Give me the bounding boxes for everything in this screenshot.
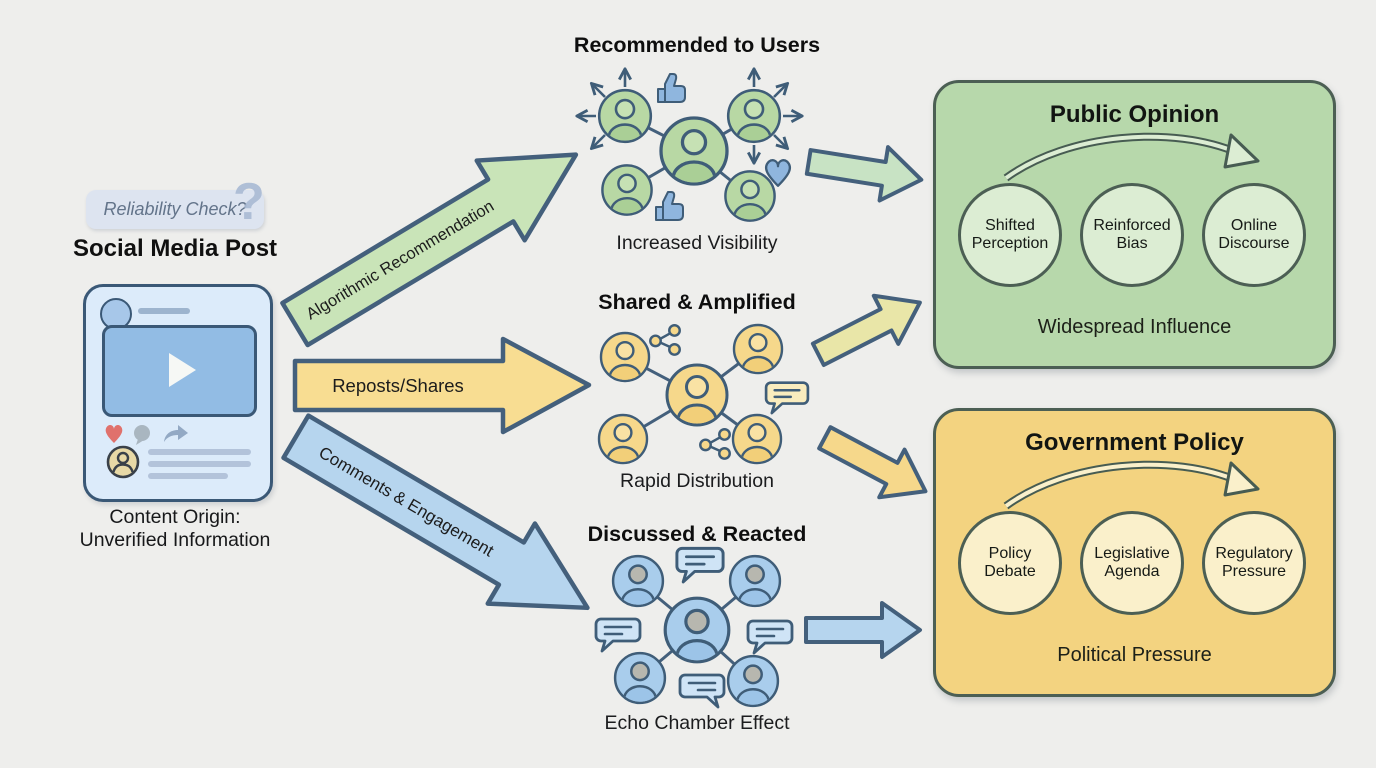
outcome-circle: Regulatory Pressure bbox=[1202, 511, 1306, 615]
person-icon bbox=[728, 554, 782, 608]
post-author-avatar bbox=[106, 445, 140, 479]
connector-arrow-recommended-to-public-opinion bbox=[802, 129, 931, 213]
outcome-title: Public Opinion bbox=[1049, 101, 1220, 128]
stage-title-discussed: Discussed & Reacted bbox=[587, 522, 807, 546]
person-icon bbox=[597, 88, 653, 144]
stage-caption-discussed: Echo Chamber Effect bbox=[604, 712, 790, 734]
discussed-network-graphic bbox=[594, 546, 794, 709]
outcome-circle: Policy Debate bbox=[958, 511, 1062, 615]
person-icon bbox=[731, 413, 783, 465]
outcome-circle: Legislative Agenda bbox=[1080, 511, 1184, 615]
thumbs-up-icon bbox=[655, 191, 684, 221]
person-icon bbox=[732, 323, 784, 375]
text-line bbox=[148, 449, 251, 455]
share-icon bbox=[649, 323, 681, 356]
person-icon bbox=[597, 413, 649, 465]
reliability-check-badge: Reliability Check? bbox=[86, 190, 264, 229]
progression-arrow-icon bbox=[1003, 460, 1260, 510]
stage-title-recommended: Recommended to Users bbox=[573, 33, 821, 57]
person-icon bbox=[613, 651, 667, 705]
heart-icon bbox=[765, 159, 791, 187]
government-policy-box: Government Policy Policy Debate Legislat… bbox=[933, 408, 1336, 697]
comment-icon bbox=[134, 425, 150, 441]
speech-bubble-icon bbox=[764, 381, 810, 415]
stage-caption-shared: Rapid Distribution bbox=[620, 470, 774, 492]
spread-arrows-icon bbox=[579, 71, 800, 161]
person-icon bbox=[599, 331, 651, 383]
stage-title-shared: Shared & Amplified bbox=[598, 290, 796, 314]
flow-arrow-reposts-shares: Reposts/Shares bbox=[292, 333, 593, 438]
stage-caption-recommended: Increased Visibility bbox=[616, 232, 778, 254]
username-placeholder-line bbox=[138, 308, 190, 314]
speech-bubble-icon bbox=[594, 617, 642, 653]
connector-arrow-discussed-to-government-policy bbox=[804, 597, 924, 663]
outcome-circle: Reinforced Bias bbox=[1080, 183, 1184, 287]
person-icon bbox=[665, 363, 729, 427]
outcome-caption: Political Pressure bbox=[1057, 644, 1212, 666]
connector-arrow-shared-to-government-policy bbox=[808, 408, 945, 523]
share-arrow-icon bbox=[164, 425, 188, 442]
progression-arrow-icon bbox=[1003, 132, 1260, 182]
text-line bbox=[148, 473, 228, 479]
outcome-circle-row: Shifted Perception Reinforced Bias Onlin… bbox=[958, 183, 1306, 287]
source-caption: Content Origin: Unverified Information bbox=[30, 506, 320, 552]
video-play-icon bbox=[169, 353, 196, 387]
person-icon bbox=[601, 164, 653, 216]
person-icon bbox=[724, 170, 776, 222]
comment-icon-tail bbox=[136, 439, 144, 445]
question-mark-icon: ? bbox=[233, 173, 265, 231]
social-media-post-card bbox=[83, 284, 273, 502]
share-icon bbox=[699, 427, 731, 460]
flow-arrow-label: Reposts/Shares bbox=[332, 374, 464, 396]
source-title: Social Media Post bbox=[72, 235, 278, 262]
source-caption-line1: Content Origin: bbox=[109, 506, 241, 528]
flow-arrow-algorithmic-recommendation: Algorithmic Recommendation bbox=[266, 105, 612, 370]
person-icon bbox=[659, 116, 729, 186]
speech-bubble-icon bbox=[746, 619, 794, 655]
speech-bubble-icon bbox=[675, 546, 725, 584]
recommended-network-graphic bbox=[572, 66, 822, 222]
flow-arrow-comments-engagement: Comments & Engagement bbox=[268, 390, 623, 658]
person-icon bbox=[726, 88, 782, 144]
connector-arrow-shared-to-public-opinion bbox=[802, 271, 939, 384]
person-icon bbox=[663, 596, 731, 664]
outcome-title: Government Policy bbox=[1025, 429, 1244, 456]
person-icon bbox=[726, 654, 780, 708]
post-reaction-row bbox=[105, 424, 188, 445]
person-icon bbox=[611, 554, 665, 608]
outcome-circle-row: Policy Debate Legislative Agenda Regulat… bbox=[958, 511, 1306, 615]
outcome-circle: Online Discourse bbox=[1202, 183, 1306, 287]
outcome-caption: Widespread Influence bbox=[1037, 316, 1232, 338]
video-thumbnail bbox=[102, 325, 257, 417]
source-caption-line2: Unverified Information bbox=[79, 529, 271, 551]
heart-icon bbox=[105, 424, 123, 443]
text-line bbox=[148, 461, 251, 467]
speech-bubble-icon bbox=[678, 673, 726, 709]
shared-network-graphic bbox=[597, 323, 810, 465]
outcome-circle: Shifted Perception bbox=[958, 183, 1062, 287]
thumbs-up-icon bbox=[657, 73, 686, 103]
reliability-check-label: Reliability Check? bbox=[103, 199, 247, 219]
public-opinion-box: Public Opinion Shifted Perception Reinfo… bbox=[933, 80, 1336, 369]
